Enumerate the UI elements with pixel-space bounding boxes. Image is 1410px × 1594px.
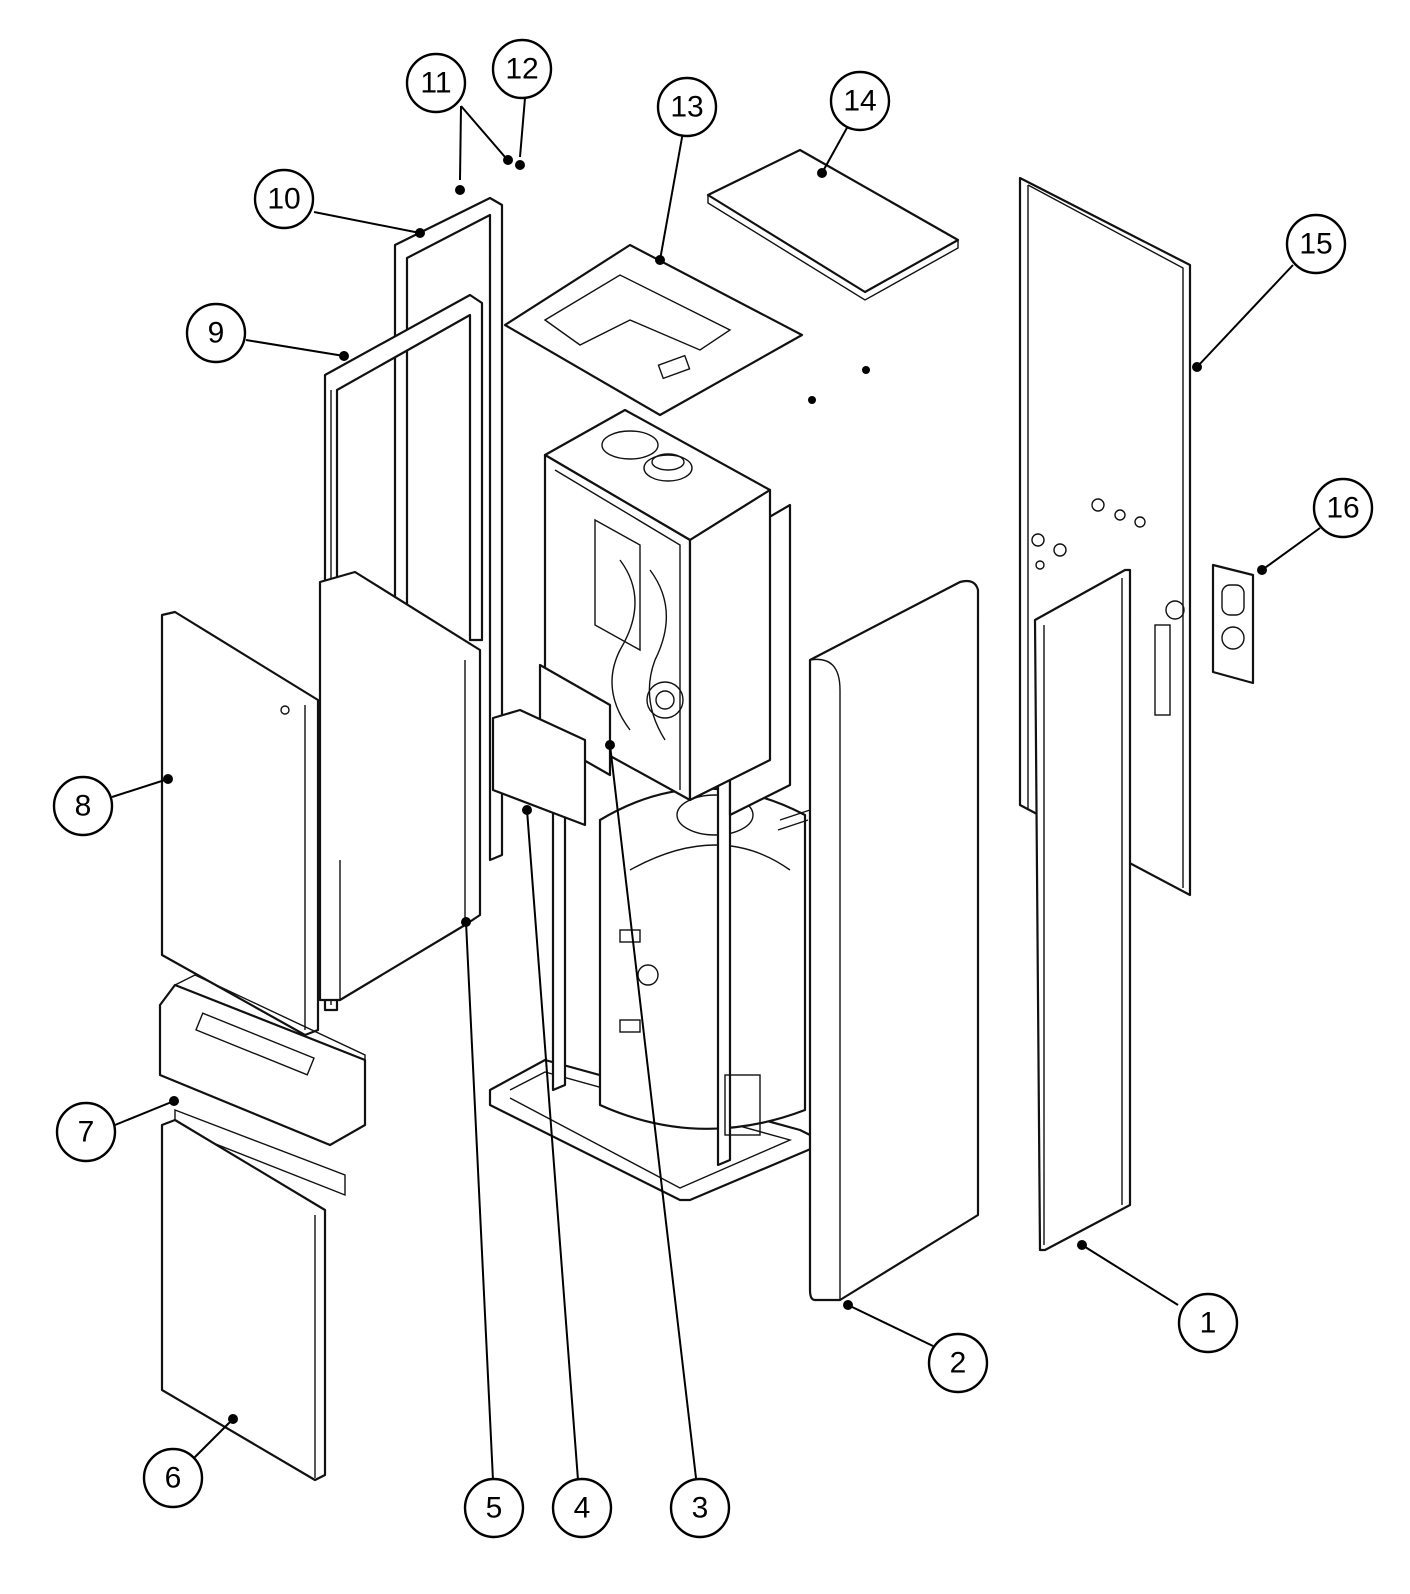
part-front-door [160,610,320,1037]
part-right-side-panel [1033,568,1132,1252]
part-water-tank [598,787,811,1130]
part-screws-top [808,366,870,404]
callout-2: 2 [927,1332,989,1394]
callout-number-8: 8 [75,790,92,823]
leader-lines [111,97,1321,1481]
callout-number-4: 4 [574,1492,591,1525]
callout-8: 8 [52,775,114,837]
callout-number-2: 2 [950,1347,967,1380]
callout-number-3: 3 [692,1492,709,1525]
callout-9: 9 [185,302,247,364]
part-front-side-cover [808,579,980,1302]
callout-number-7: 7 [78,1116,95,1149]
callout-number-9: 9 [208,317,225,350]
callout-16: 16 [1312,477,1374,539]
callout-number-15: 15 [1299,228,1332,261]
callout-number-11: 11 [420,67,451,100]
part-control-bracket [491,708,587,827]
callout-3: 3 [669,1477,731,1539]
callout-5: 5 [463,1477,525,1539]
part-top-cover [503,243,804,417]
callout-1: 1 [1177,1292,1239,1354]
callout-number-16: 16 [1326,492,1359,525]
part-screws-10 [455,155,525,195]
callout-number-13: 13 [670,91,703,124]
callout-4: 4 [551,1477,613,1539]
callout-7: 7 [55,1101,117,1163]
callout-number-10: 10 [267,183,300,216]
callout-15: 15 [1285,213,1347,275]
part-inner-door [318,570,482,1002]
part-boiler-unit [538,408,772,802]
part-top-lid [706,148,960,301]
callout-number-12: 12 [505,53,538,86]
callout-11: 11 [405,52,467,114]
callout-number-1: 1 [1200,1307,1217,1340]
part-lower-front-panel [160,1118,327,1482]
callout-10: 10 [253,168,315,230]
callout-number-5: 5 [486,1492,503,1525]
callout-number-6: 6 [165,1462,182,1495]
part-small-plate [1211,563,1255,685]
callout-14: 14 [829,70,891,132]
callout-12: 12 [491,38,553,100]
callout-number-14: 14 [843,85,876,118]
callout-13: 13 [656,76,718,138]
callout-6: 6 [142,1447,204,1509]
